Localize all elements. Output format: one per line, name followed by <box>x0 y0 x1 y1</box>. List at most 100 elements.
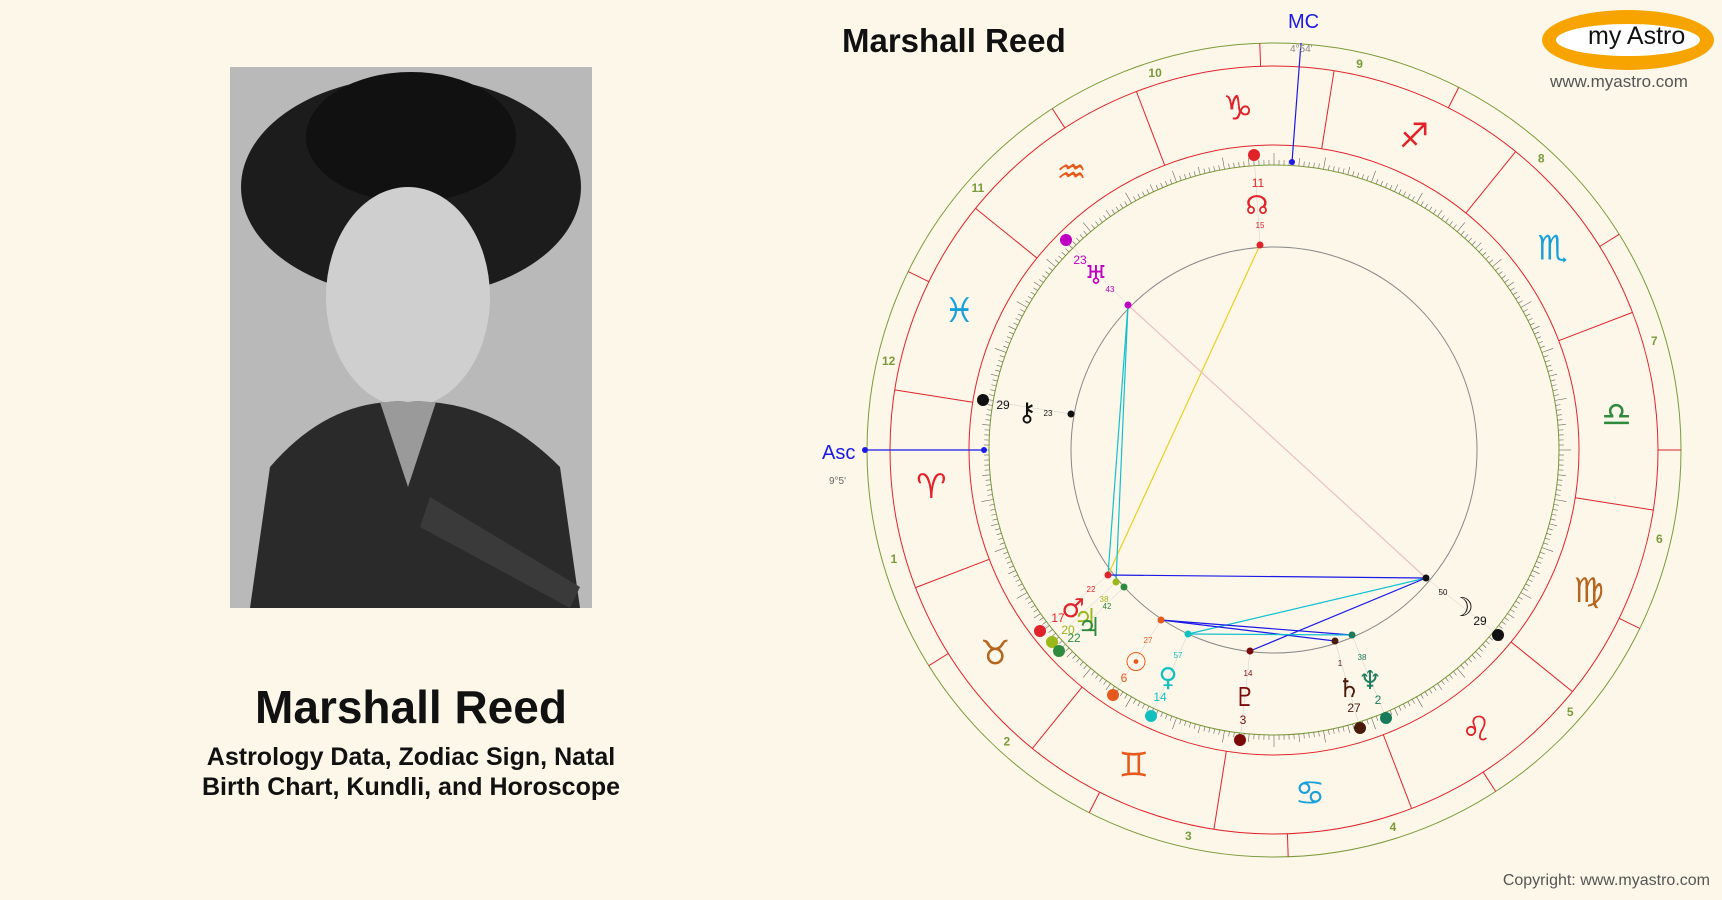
degree-tick <box>1033 281 1041 287</box>
planet-ring-dot <box>1053 645 1065 657</box>
degree-tick <box>1054 259 1060 264</box>
degree-tick <box>1520 301 1532 308</box>
degree-tick <box>986 484 992 486</box>
degree-tick <box>1428 206 1433 212</box>
degree-tick <box>999 542 1005 545</box>
degree-tick <box>1248 158 1250 167</box>
degree-tick <box>1475 651 1482 658</box>
degree-tick <box>986 489 992 491</box>
degree-tick <box>1008 570 1016 575</box>
degree-tick <box>1441 215 1445 220</box>
planet-degree: 14 <box>1153 690 1167 704</box>
degree-tick <box>1488 259 1494 264</box>
degree-tick <box>1046 258 1056 268</box>
degree-tick <box>1460 230 1465 236</box>
planet-glyph-neptune: ♆ <box>1358 666 1381 696</box>
degree-tick <box>1471 241 1476 246</box>
degree-tick <box>1389 184 1393 190</box>
portrait-illustration <box>230 67 592 608</box>
degree-tick <box>1551 513 1557 516</box>
planet-aspect-dot <box>1246 647 1254 655</box>
degree-tick <box>1179 719 1182 725</box>
myastro-logo[interactable]: my Astro <box>1542 10 1714 70</box>
subtitle-line-1: Astrology Data, Zodiac Sign, Natal <box>206 743 616 771</box>
aspect-line <box>1107 304 1129 576</box>
degree-tick <box>1208 167 1211 173</box>
degree-tick <box>986 414 992 416</box>
asc-label: Asc <box>822 442 855 464</box>
degree-tick <box>1527 579 1533 582</box>
degree-tick <box>1352 723 1355 729</box>
house-cusp-line <box>1088 791 1101 813</box>
degree-tick <box>1453 224 1457 229</box>
degree-tick <box>1120 691 1124 697</box>
planet-pointer <box>1351 634 1387 719</box>
house-number: 1 <box>890 552 897 566</box>
degree-tick <box>1428 688 1433 694</box>
degree-tick <box>987 494 993 496</box>
degree-tick <box>1160 712 1163 718</box>
degree-tick <box>1099 677 1103 682</box>
degree-tick <box>1142 191 1145 197</box>
degree-tick <box>1188 722 1191 728</box>
degree-tick <box>1238 162 1240 168</box>
degree-tick <box>1323 730 1326 743</box>
degree-tick <box>1557 419 1563 421</box>
degree-tick <box>1137 701 1141 707</box>
degree-tick <box>1398 706 1402 711</box>
degree-tick <box>1468 237 1472 242</box>
house-number: 10 <box>1148 66 1162 80</box>
degree-tick <box>990 389 996 392</box>
planet-pointer <box>1253 154 1261 246</box>
degree-tick <box>1233 732 1235 738</box>
degree-tick <box>1218 165 1220 171</box>
degree-tick <box>1541 547 1554 552</box>
degree-tick <box>1020 587 1025 591</box>
sign-divider <box>894 389 973 403</box>
degree-tick <box>1534 565 1540 569</box>
degree-tick <box>995 528 1001 531</box>
planet-ring-dot <box>1380 712 1392 724</box>
degree-tick <box>1065 647 1070 652</box>
aspect-line <box>1187 633 1353 636</box>
degree-tick <box>1549 373 1558 377</box>
degree-tick <box>1482 644 1487 648</box>
degree-tick <box>1137 193 1141 199</box>
degree-tick <box>1557 424 1566 426</box>
degree-tick <box>985 419 991 421</box>
degree-tick <box>1146 706 1150 711</box>
degree-tick <box>1464 661 1469 666</box>
house-number: 6 <box>1656 532 1663 546</box>
degree-tick <box>1424 691 1428 697</box>
degree-tick <box>1303 161 1305 167</box>
degree-tick <box>998 537 1004 540</box>
planet-aspect-dot <box>1331 637 1339 645</box>
degree-tick <box>1045 625 1050 629</box>
degree-tick <box>1332 166 1335 172</box>
degree-tick <box>1005 556 1010 559</box>
degree-tick <box>1042 621 1047 625</box>
planet-glyph-jupiter: ♃ <box>1073 604 1096 634</box>
planet-minutes: 38 <box>1358 653 1367 662</box>
sign-divider <box>1382 734 1413 809</box>
site-url[interactable]: www.myastro.com <box>1550 72 1688 91</box>
degree-tick <box>1083 230 1088 236</box>
degree-tick <box>1072 241 1077 246</box>
degree-tick <box>1525 583 1531 587</box>
degree-tick <box>1248 733 1250 742</box>
degree-tick <box>1453 671 1457 676</box>
mc-dot <box>1289 159 1295 165</box>
degree-tick <box>1228 163 1230 169</box>
mc-axis <box>1291 42 1302 163</box>
degree-tick <box>1233 162 1235 168</box>
degree-tick <box>986 409 992 411</box>
degree-tick <box>1456 222 1466 232</box>
degree-tick <box>1303 733 1305 739</box>
degree-tick <box>1027 600 1033 604</box>
degree-tick <box>998 360 1004 363</box>
degree-tick <box>1441 680 1445 685</box>
degree-tick <box>1323 157 1326 170</box>
house-number: 4 <box>1390 820 1397 834</box>
degree-tick <box>1380 181 1383 186</box>
aspect-line <box>1160 619 1336 642</box>
